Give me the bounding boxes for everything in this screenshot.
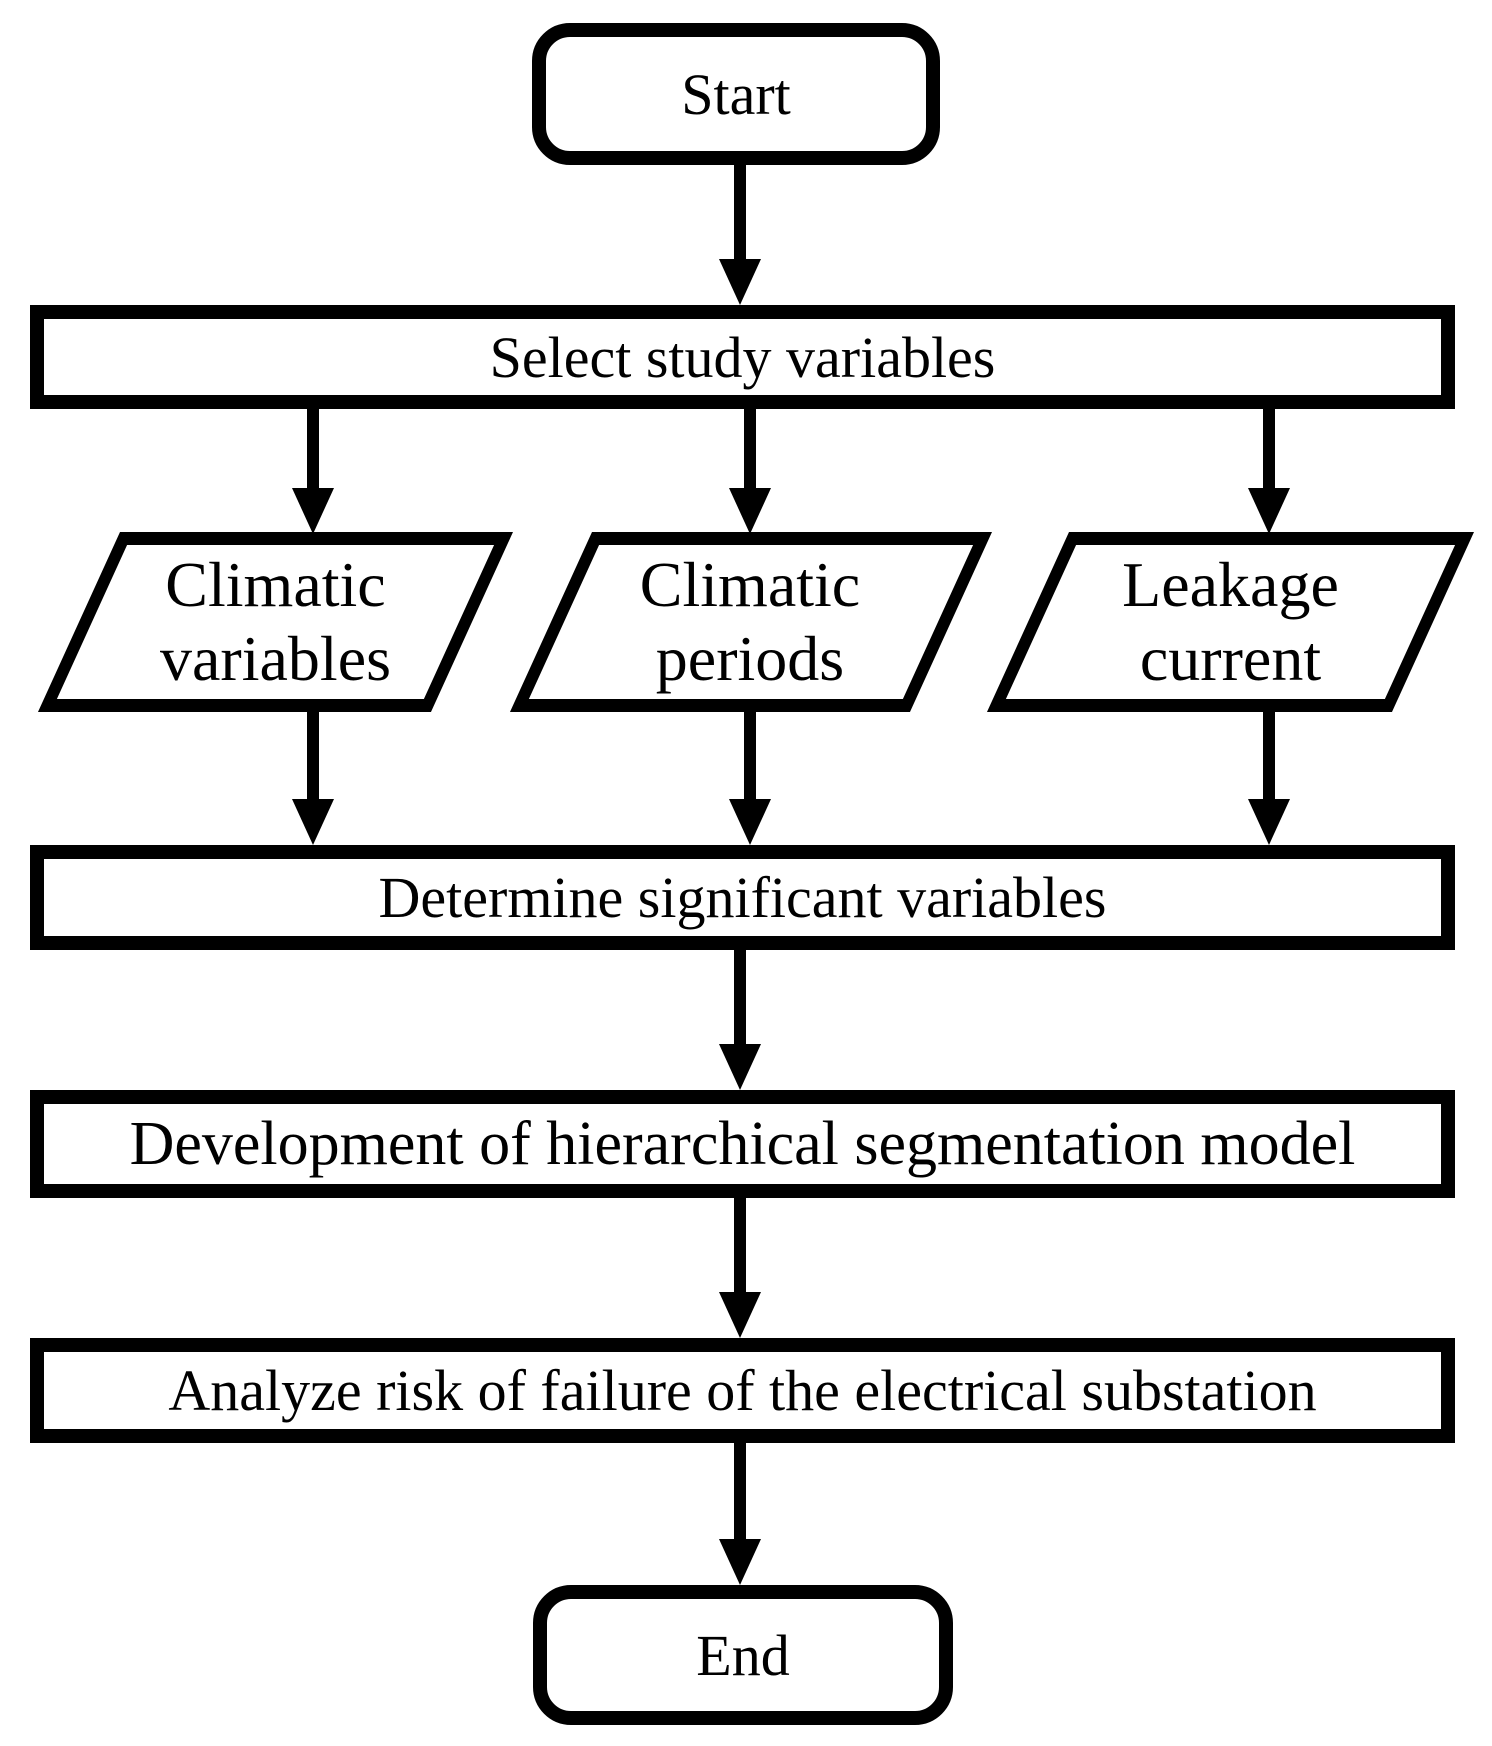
arrow-stem bbox=[1263, 705, 1275, 803]
arrow-select-to-leakage-current bbox=[1248, 408, 1290, 534]
arrowhead-down-icon bbox=[719, 1292, 761, 1338]
arrowhead-down-icon bbox=[719, 1539, 761, 1585]
arrow-stem bbox=[734, 1193, 746, 1296]
arrow-stem bbox=[744, 705, 756, 803]
arrow-climatic-variables-to-determine bbox=[292, 705, 334, 845]
arrow-stem bbox=[734, 1438, 746, 1543]
arrow-stem bbox=[307, 408, 319, 492]
node-label-start: Start bbox=[681, 61, 791, 127]
arrowhead-down-icon bbox=[729, 799, 771, 845]
flowchart-node-end: End bbox=[533, 1585, 953, 1725]
node-label-climatic-variables: Climatic variables bbox=[160, 548, 391, 694]
arrow-analyze-to-end bbox=[719, 1438, 761, 1585]
flowchart-node-climatic-variables: Climatic variables bbox=[37, 532, 514, 712]
node-label-development: Development of hierarchical segmentation… bbox=[129, 1109, 1356, 1178]
arrowhead-down-icon bbox=[719, 259, 761, 305]
node-label-leakage-current: Leakage current bbox=[1122, 548, 1339, 694]
node-label-determine: Determine significant variables bbox=[378, 865, 1107, 930]
arrow-climatic-periods-to-determine bbox=[729, 705, 771, 845]
node-label-select-variables: Select study variables bbox=[489, 324, 996, 390]
flowchart-node-select-variables: Select study variables bbox=[30, 305, 1455, 409]
flowchart-node-climatic-periods: Climatic periods bbox=[508, 532, 992, 712]
node-label-end: End bbox=[696, 1622, 790, 1688]
flowchart-node-start: Start bbox=[532, 23, 940, 165]
arrow-stem bbox=[734, 945, 746, 1048]
arrow-select-to-climatic-variables bbox=[292, 408, 334, 534]
flowchart-node-analyze: Analyze risk of failure of the electrica… bbox=[30, 1338, 1455, 1443]
arrow-determine-to-development bbox=[719, 945, 761, 1090]
arrow-start-to-select bbox=[719, 163, 761, 305]
arrowhead-down-icon bbox=[292, 488, 334, 534]
node-label-climatic-periods: Climatic periods bbox=[639, 548, 861, 694]
arrow-stem bbox=[744, 408, 756, 492]
flowchart-node-determine: Determine significant variables bbox=[30, 845, 1455, 950]
arrowhead-down-icon bbox=[729, 488, 771, 534]
arrowhead-down-icon bbox=[1248, 488, 1290, 534]
flowchart-node-development: Development of hierarchical segmentation… bbox=[30, 1090, 1455, 1198]
arrow-stem bbox=[1263, 408, 1275, 492]
arrow-select-to-climatic-periods bbox=[729, 408, 771, 534]
arrow-stem bbox=[734, 163, 746, 263]
arrowhead-down-icon bbox=[719, 1044, 761, 1090]
arrowhead-down-icon bbox=[1248, 799, 1290, 845]
arrow-stem bbox=[307, 705, 319, 803]
arrowhead-down-icon bbox=[292, 799, 334, 845]
flowchart-node-leakage-current: Leakage current bbox=[986, 532, 1474, 712]
arrow-development-to-analyze bbox=[719, 1193, 761, 1338]
node-label-analyze: Analyze risk of failure of the electrica… bbox=[168, 1358, 1317, 1423]
arrow-leakage-current-to-determine bbox=[1248, 705, 1290, 845]
